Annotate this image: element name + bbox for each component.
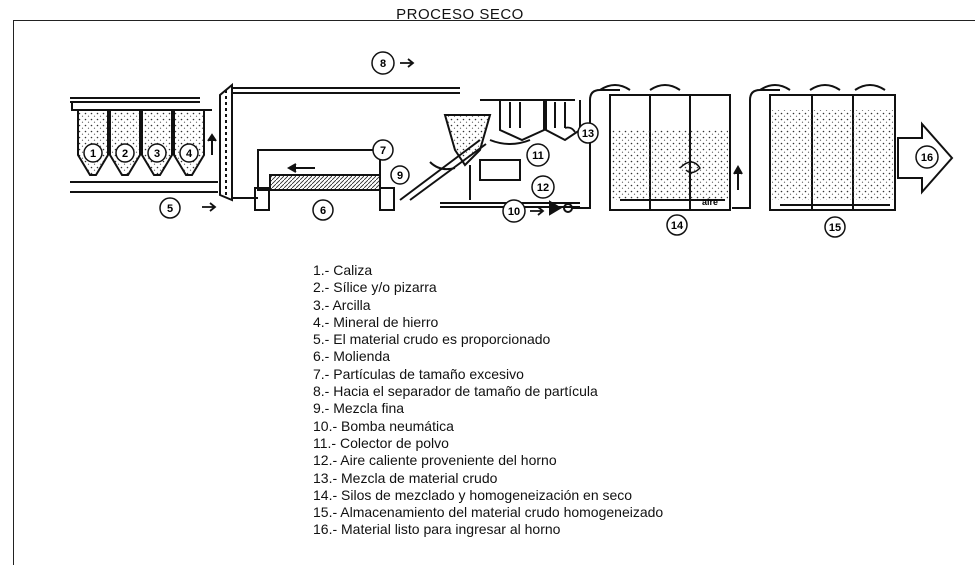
legend-item: 5.- El material crudo es proporcionado <box>313 331 551 348</box>
legend-item: 13.- Mezcla de material crudo <box>313 469 498 486</box>
storage-silos <box>759 84 896 211</box>
legend-item: 4.- Mineral de hierro <box>313 313 439 330</box>
svg-text:14: 14 <box>671 220 684 232</box>
callout-11: 11 <box>526 143 550 167</box>
dust-collector <box>480 99 581 145</box>
svg-text:9: 9 <box>397 170 403 182</box>
svg-text:13: 13 <box>582 128 594 140</box>
svg-text:1: 1 <box>90 148 96 160</box>
legend-item: 8.- Hacia el separador de tamaño de part… <box>313 383 598 400</box>
callout-8: 8 <box>371 51 395 75</box>
callout-3: 3 <box>147 143 167 163</box>
air-label: aire <box>702 197 718 207</box>
callout-16: 16 <box>915 145 939 169</box>
svg-text:2: 2 <box>122 148 128 160</box>
legend-item: 10.- Bomba neumática <box>313 417 454 434</box>
blending-silos <box>599 84 731 211</box>
legend-item: 16.- Material listo para ingresar al hor… <box>313 521 561 538</box>
callout-13: 13 <box>577 122 599 144</box>
process-diagram: aire 1 2 3 4 5 6 7 8 9 10 11 12 13 14 15… <box>70 51 954 238</box>
hot-air-feed <box>440 159 580 208</box>
svg-text:15: 15 <box>829 222 841 234</box>
svg-text:6: 6 <box>320 205 326 217</box>
callout-5: 5 <box>159 197 181 219</box>
bucket-elevator <box>219 82 233 202</box>
legend-item: 11.- Colector de polvo <box>313 434 449 451</box>
frame-border <box>13 20 975 565</box>
callout-4: 4 <box>179 143 199 163</box>
duct-to-separator <box>232 87 460 94</box>
svg-text:3: 3 <box>154 148 160 160</box>
svg-text:11: 11 <box>532 150 544 162</box>
grinding-mill <box>232 149 395 211</box>
callout-2: 2 <box>115 143 135 163</box>
svg-text:16: 16 <box>921 152 933 164</box>
number-callouts: 1 2 3 4 5 6 7 8 9 10 11 12 13 14 15 16 <box>83 51 939 238</box>
callout-10: 10 <box>502 199 526 223</box>
legend-item: 14.- Silos de mezclado y homogeneización… <box>313 486 633 503</box>
svg-text:5: 5 <box>167 203 173 215</box>
legend-item: 15.- Almacenamiento del material crudo h… <box>313 504 664 521</box>
legend-list: 1.- Caliza 2.- Sílice y/o pizarra 3.- Ar… <box>313 262 663 539</box>
callout-6: 6 <box>312 199 334 221</box>
transfer-pipe <box>732 89 780 209</box>
diagram-title: PROCESO SECO <box>396 6 524 23</box>
legend-item: 7.- Partículas de tamaño excesivo <box>313 365 524 382</box>
legend-item: 12.- Aire caliente proveniente del horno <box>313 452 557 469</box>
svg-text:12: 12 <box>537 182 549 194</box>
svg-text:10: 10 <box>508 206 520 218</box>
callout-7: 7 <box>372 139 394 161</box>
callout-1: 1 <box>83 143 103 163</box>
callout-12: 12 <box>531 175 555 199</box>
legend-item: 6.- Molienda <box>313 348 391 365</box>
svg-text:4: 4 <box>186 148 193 160</box>
legend-item: 3.- Arcilla <box>313 296 371 313</box>
callout-14: 14 <box>666 214 688 236</box>
legend-item: 9.- Mezcla fina <box>313 400 405 417</box>
callout-15: 15 <box>824 216 846 238</box>
legend-item: 2.- Sílice y/o pizarra <box>313 279 437 296</box>
svg-text:8: 8 <box>380 58 386 70</box>
svg-text:7: 7 <box>380 145 386 157</box>
legend-item: 1.- Caliza <box>313 262 373 278</box>
callout-9: 9 <box>390 165 410 185</box>
particle-separator <box>399 114 492 201</box>
flow-arrows <box>202 58 576 216</box>
pneumatic-pump <box>549 89 620 216</box>
